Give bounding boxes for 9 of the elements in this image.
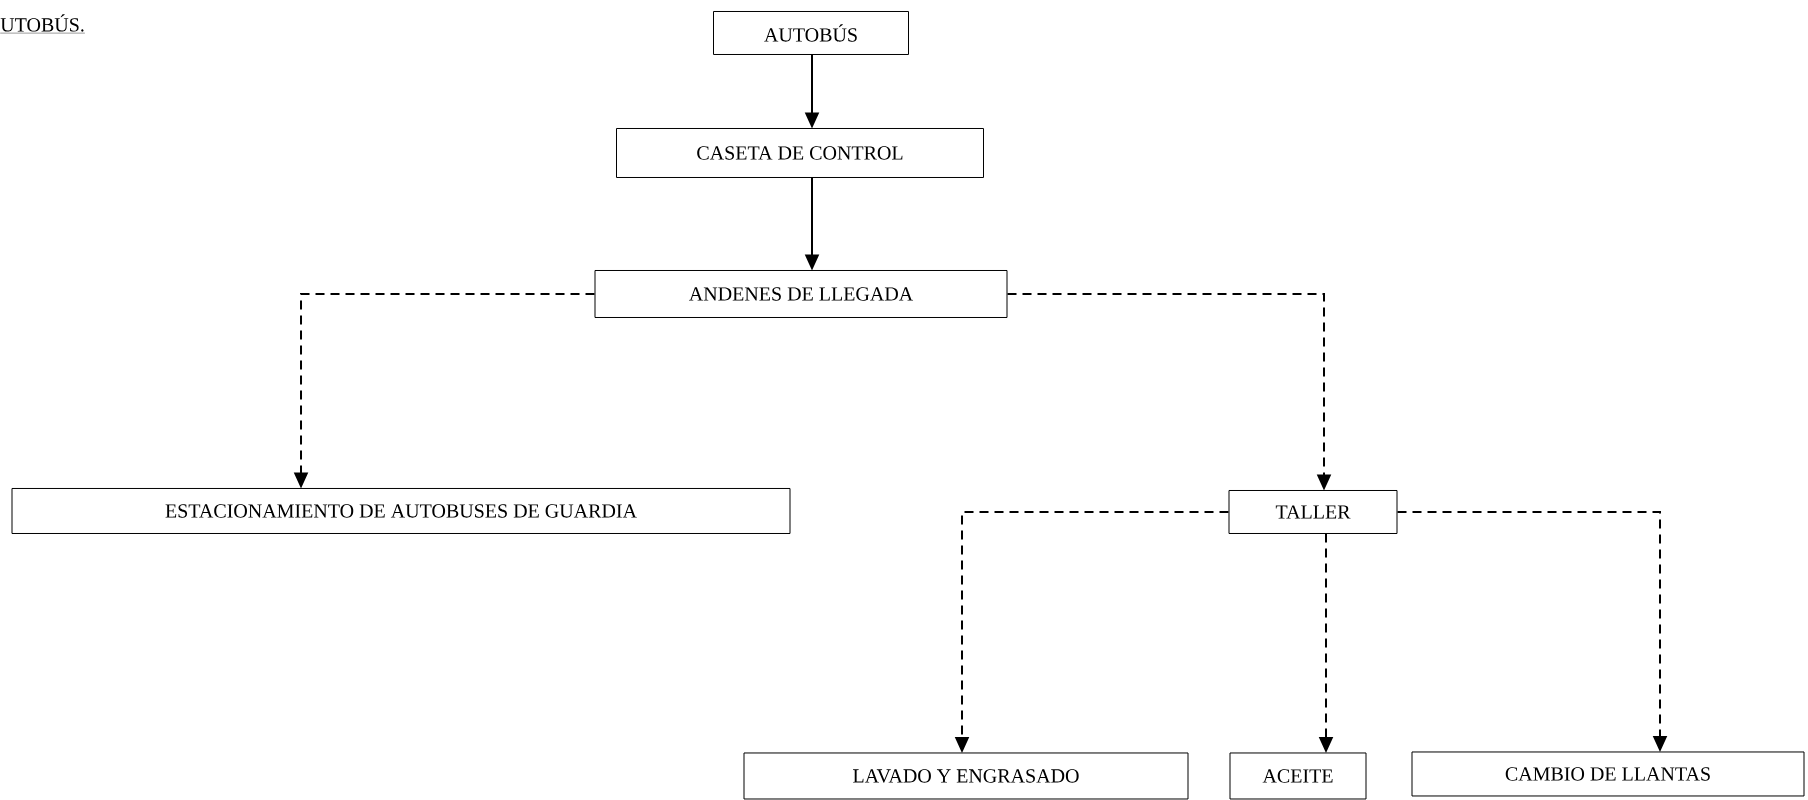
process-box: AUTOBÚS bbox=[713, 11, 909, 55]
heading-text: UTOBÚS. bbox=[0, 14, 86, 34]
process-box: ANDENES DE LLEGADA bbox=[594, 270, 1008, 318]
process-box: ACEITE bbox=[1229, 752, 1367, 800]
process-box: CASETA DE CONTROL bbox=[616, 128, 984, 178]
process-box: TALLER bbox=[1228, 490, 1398, 534]
process-box: CAMBIO DE LLANTAS bbox=[1411, 751, 1805, 797]
process-box: LAVADO Y ENGRASADO bbox=[743, 752, 1189, 800]
process-box: ESTACIONAMIENTO DE AUTOBUSES DE GUARDIA bbox=[11, 488, 791, 534]
